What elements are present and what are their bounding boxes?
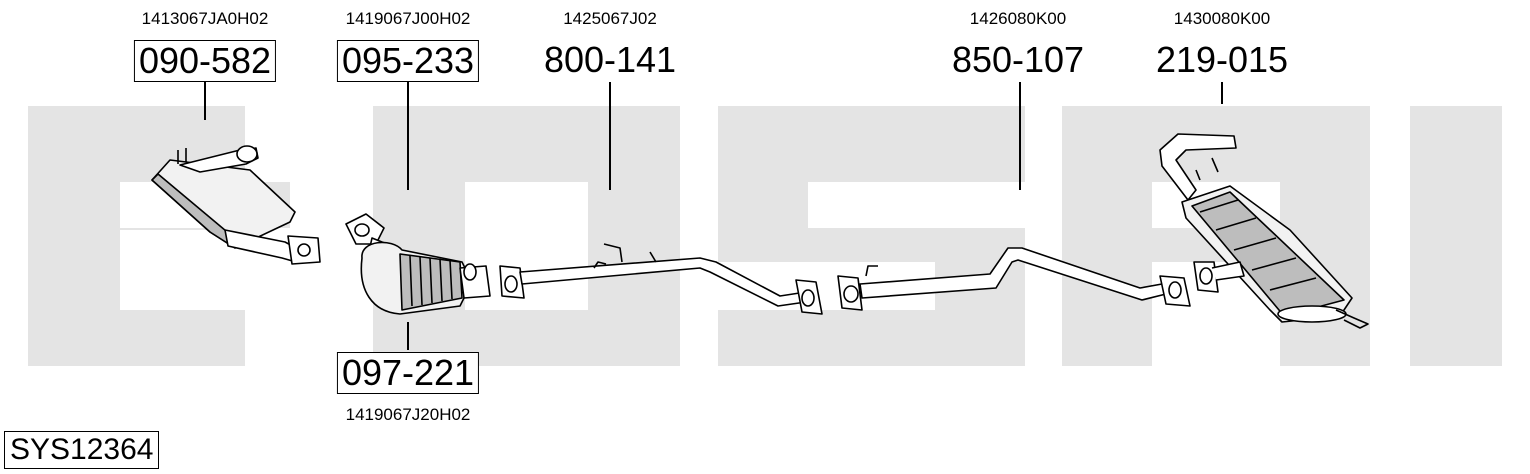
catalytic-converter-drawing	[345, 213, 491, 315]
intermediate-pipe-drawing	[499, 243, 823, 315]
center-pipe-drawing	[837, 247, 1191, 311]
part-number-label[interactable]: 800-141	[543, 39, 677, 80]
oem-number: 1413067JA0H02	[141, 9, 269, 28]
part-number-label[interactable]: 219-015	[1155, 39, 1289, 80]
oem-number: 1430080K00	[1173, 9, 1271, 28]
oem-number: 1419067J20H02	[345, 405, 471, 424]
rear-silencer-drawing	[1159, 133, 1369, 329]
leader-lines	[204, 82, 1223, 350]
oem-number: 1419067J00H02	[345, 9, 471, 28]
part-number-label[interactable]: 095-233	[336, 40, 480, 82]
part-number-label[interactable]: 090-582	[133, 40, 277, 82]
system-code: SYS12364	[4, 431, 160, 469]
pre-silencer-drawing	[151, 145, 321, 265]
part-number-label[interactable]: 097-221	[336, 352, 480, 394]
part-number-label[interactable]: 850-107	[951, 39, 1085, 80]
oem-number: 1425067J02	[563, 9, 657, 28]
oem-number: 1426080K00	[969, 9, 1067, 28]
